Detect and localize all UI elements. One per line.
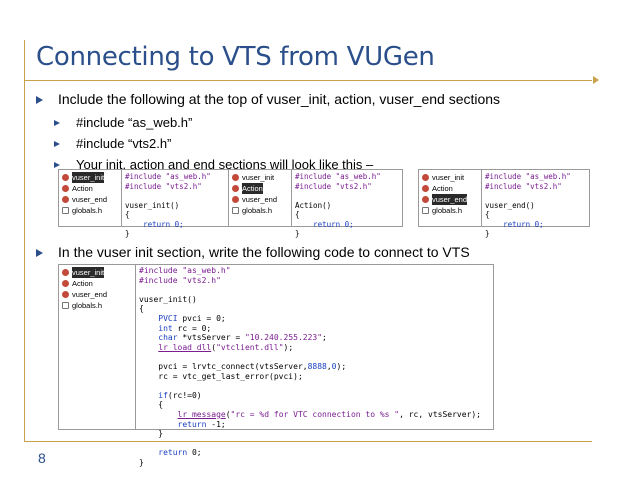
bullet-arrow-icon (36, 96, 43, 104)
tree-item-globals[interactable]: globals.h (62, 205, 107, 216)
header-file-icon (422, 207, 429, 214)
tree-item-vuser-init[interactable]: vuser_init (62, 172, 107, 183)
script-tree: vuser_init Action vuser_end globals.h (232, 172, 277, 216)
screenshot-vuser-init-code: vuser_init Action vuser_end globals.h #i… (58, 264, 494, 467)
bullet-arrow-icon (54, 120, 60, 126)
sub-bullet-vts2: #include “vts2.h” (76, 136, 172, 151)
pane-divider (291, 170, 292, 226)
script-tree: vuser_init Action vuser_end globals.h (62, 172, 107, 216)
script-icon (422, 185, 429, 192)
script-icon (62, 280, 69, 287)
script-icon (232, 174, 239, 181)
script-icon (62, 196, 69, 203)
bullet-vuser-init-text: In the vuser init section, write the fol… (58, 244, 470, 260)
tree-item-action[interactable]: Action (422, 183, 467, 194)
sub-bullet-as-web: #include “as_web.h” (76, 115, 193, 130)
tree-item-vuser-end[interactable]: vuser_end (422, 194, 468, 205)
tree-item-globals[interactable]: globals.h (62, 300, 107, 311)
script-icon (422, 174, 429, 181)
script-icon (232, 185, 239, 192)
tree-item-vuser-init[interactable]: vuser_init (422, 172, 467, 183)
bullet-arrow-icon (36, 249, 43, 257)
pane-divider (121, 170, 122, 226)
header-file-icon (62, 302, 69, 309)
tree-item-vuser-end[interactable]: vuser_end (62, 194, 107, 205)
tree-item-action[interactable]: Action (62, 278, 107, 289)
bullet-arrow-icon (54, 141, 60, 147)
page-number: 8 (38, 450, 46, 466)
tree-item-globals[interactable]: globals.h (422, 205, 467, 216)
script-icon (62, 269, 69, 276)
tree-item-action[interactable]: Action (232, 183, 277, 194)
tree-item-vuser-init[interactable]: vuser_init (232, 172, 277, 183)
header-file-icon (232, 207, 239, 214)
script-icon (62, 185, 69, 192)
script-tree: vuser_init Action vuser_end globals.h (422, 172, 468, 216)
pane-divider (481, 170, 482, 226)
script-icon (62, 174, 69, 181)
title-underline (24, 80, 592, 81)
script-icon (422, 196, 429, 203)
header-file-icon (62, 207, 69, 214)
code-editor[interactable]: #include "as_web.h" #include "vts2.h" vu… (139, 266, 481, 467)
sub-bullet-sections: Your init, action and end sections will … (76, 157, 374, 172)
code-editor[interactable]: #include "as_web.h" #include "vts2.h" Ac… (295, 172, 381, 238)
tree-item-vuser-init[interactable]: vuser_init (62, 267, 107, 278)
tree-item-vuser-end[interactable]: vuser_end (232, 194, 277, 205)
code-editor[interactable]: #include "as_web.h" #include "vts2.h" vu… (125, 172, 211, 238)
tree-item-action[interactable]: Action (62, 183, 107, 194)
script-icon (62, 291, 69, 298)
pane-divider (135, 265, 136, 429)
screenshot-vuser-init: vuser_init Action vuser_end globals.h #i… (58, 169, 233, 238)
title-underline-arrow (593, 76, 599, 84)
tree-item-vuser-end[interactable]: vuser_end (62, 289, 107, 300)
slide-title: Connecting to VTS from VUGen (36, 42, 435, 72)
bullet-arrow-icon (54, 162, 60, 168)
bullet-include-text: Include the following at the top of vuse… (58, 91, 501, 107)
footer-line (24, 441, 592, 442)
script-tree: vuser_init Action vuser_end globals.h (62, 267, 107, 311)
left-accent-line (24, 40, 25, 442)
code-editor[interactable]: #include "as_web.h" #include "vts2.h" vu… (485, 172, 571, 238)
tree-item-globals[interactable]: globals.h (232, 205, 277, 216)
screenshot-action: vuser_init Action vuser_end globals.h #i… (228, 169, 403, 238)
screenshot-vuser-end: vuser_init Action vuser_end globals.h #i… (418, 169, 590, 238)
script-icon (232, 196, 239, 203)
